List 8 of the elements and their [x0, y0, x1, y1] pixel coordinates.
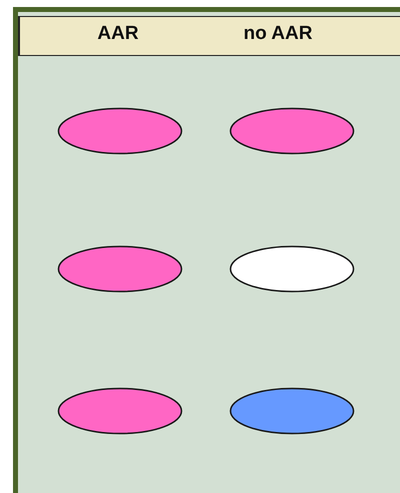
ellipse: [229, 245, 355, 293]
ellipse: [229, 107, 355, 155]
column-heading: no AAR: [242, 22, 314, 46]
ellipse: [229, 387, 355, 435]
ellipse: [57, 387, 183, 435]
ellipse: [57, 107, 183, 155]
ellipse: [57, 245, 183, 293]
column-heading: AAR: [96, 22, 140, 46]
